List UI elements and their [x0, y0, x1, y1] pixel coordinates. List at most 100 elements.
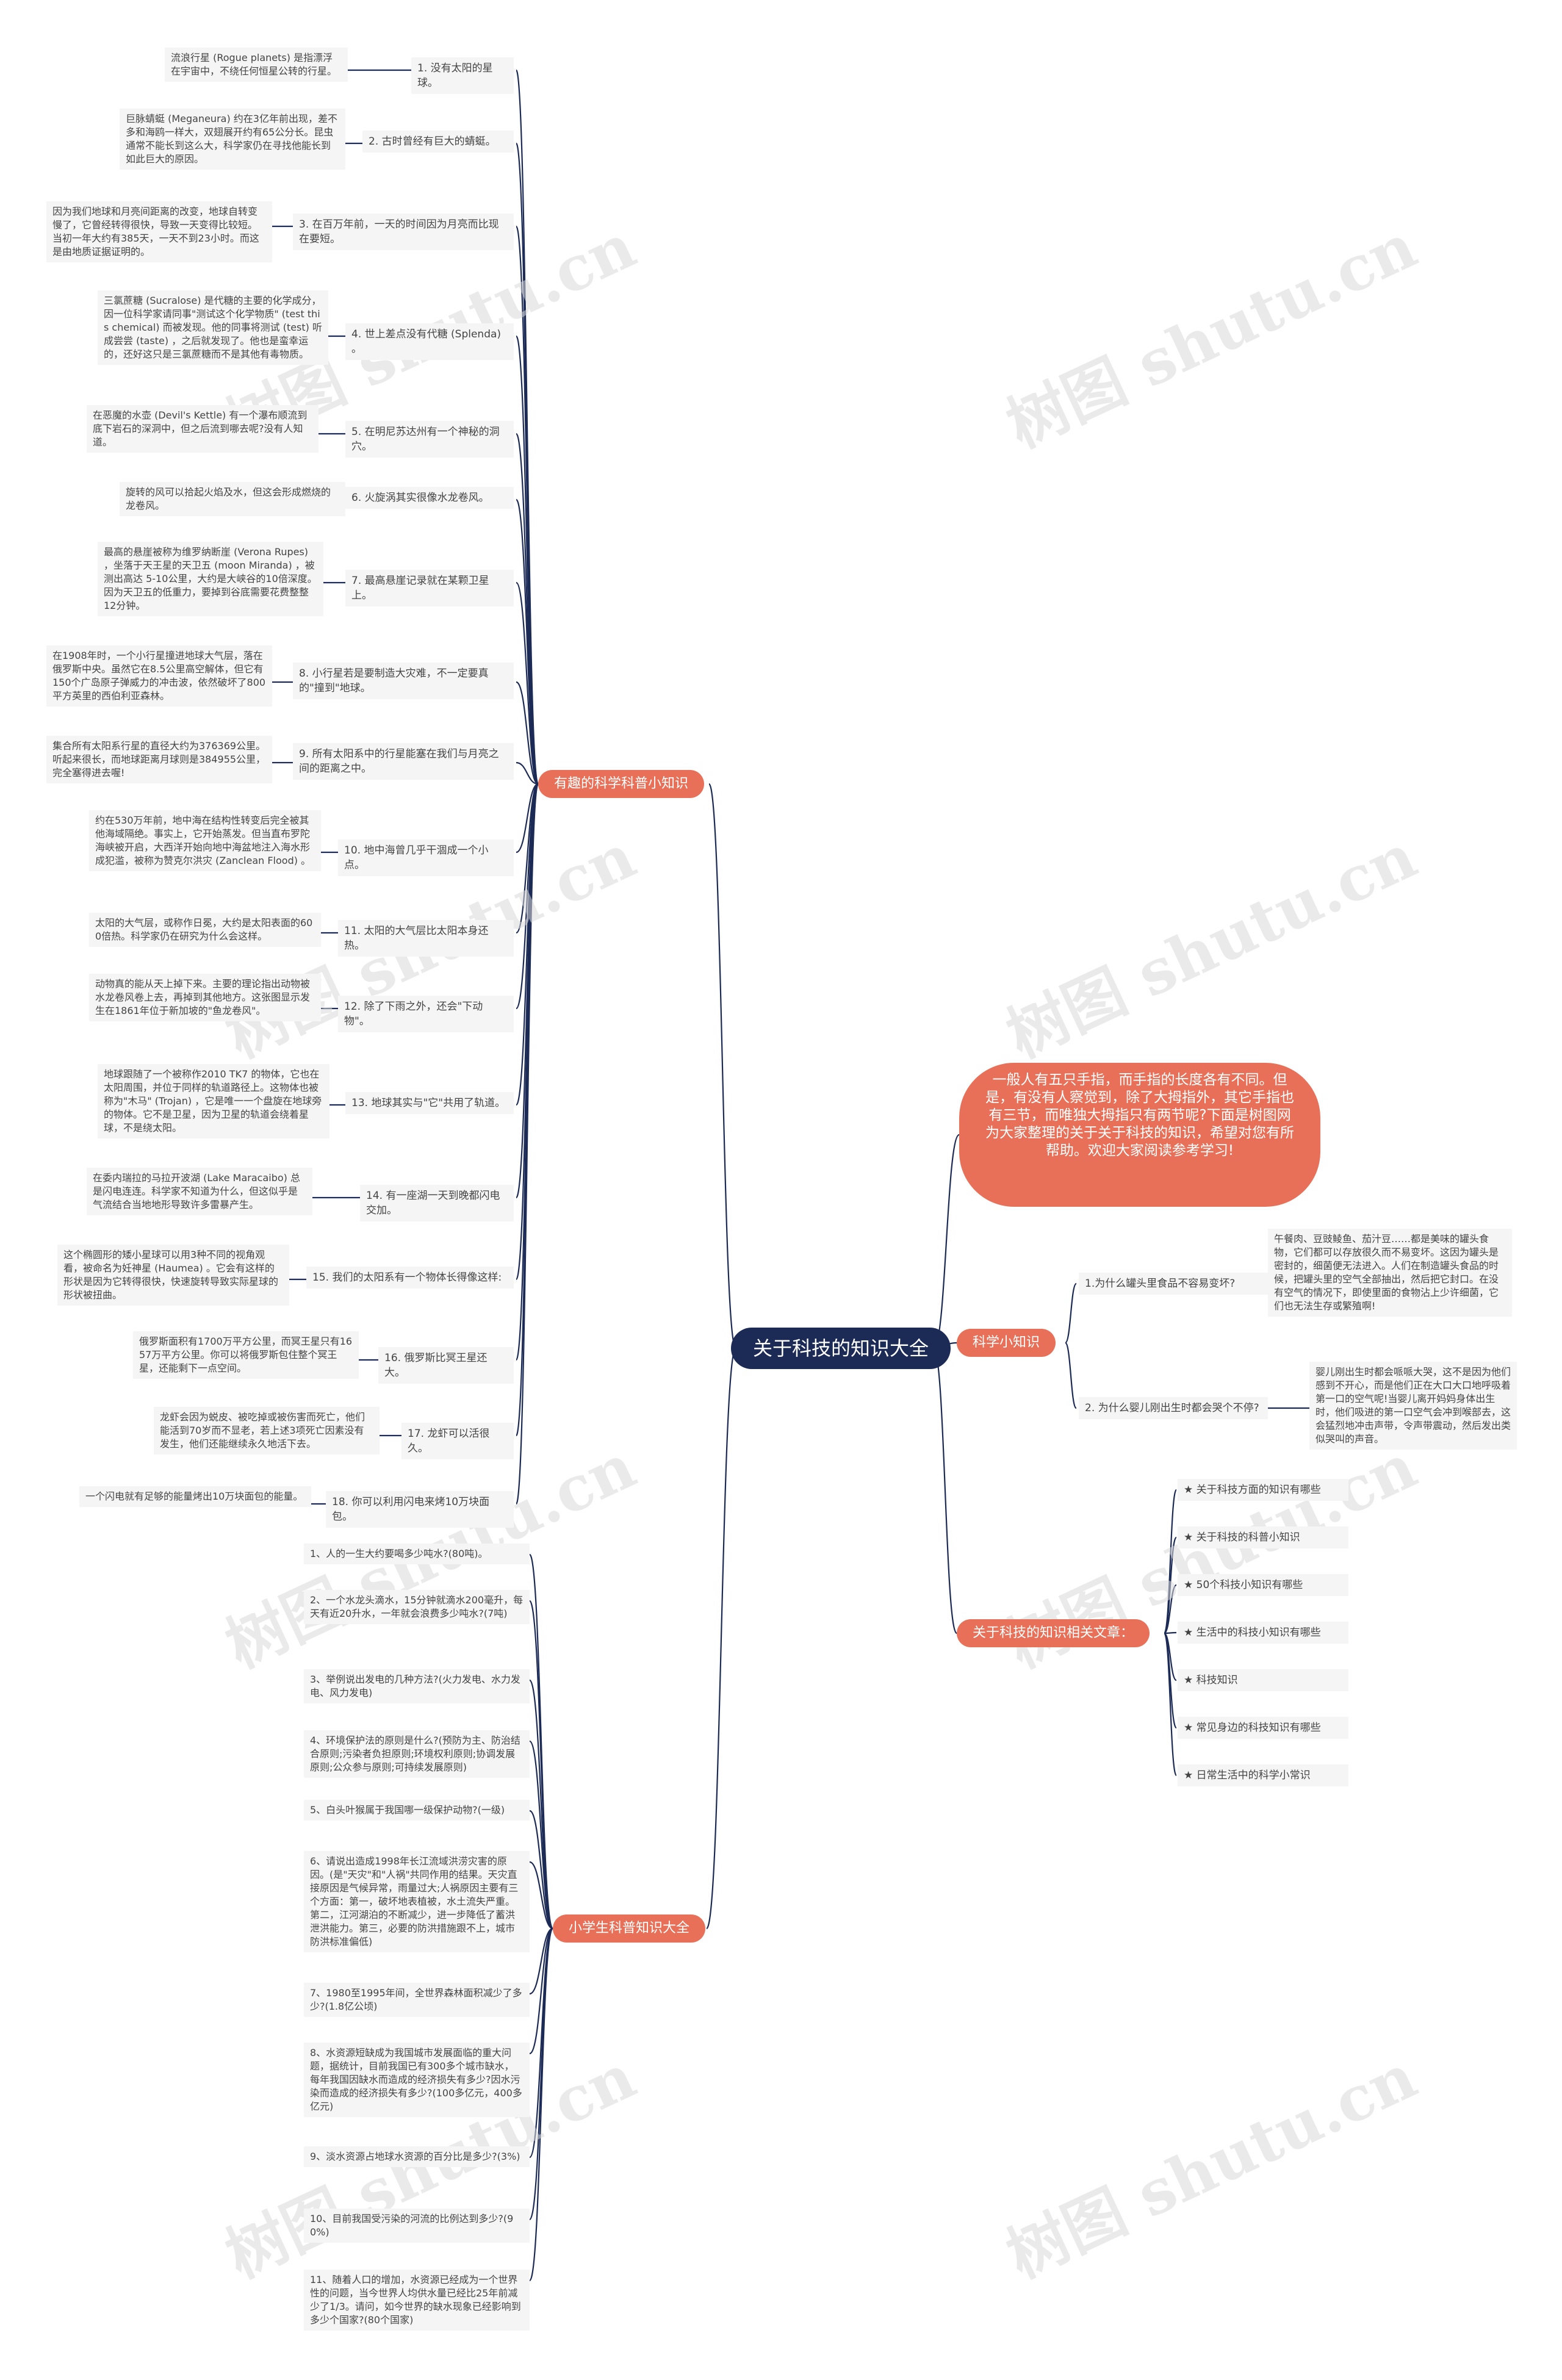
link-b4-quiz [528, 1740, 554, 1930]
quiz-item[interactable]: 5、白头叶猴属于我国哪一级保护动物?(一级) [304, 1800, 530, 1821]
link-b4-quiz [529, 1927, 553, 2055]
fact-detail: 地球跟随了一个被称作2010 TK7 的物体，它也在太阳周围，并位于同样的轨道路… [98, 1064, 329, 1138]
fact-label[interactable]: 14. 有一座湖一天到晚都闪电交加。 [360, 1185, 514, 1221]
link-b4-quiz [529, 1927, 553, 1995]
branch-student-quiz[interactable]: 小学生科普知识大全 [553, 1914, 706, 1943]
branch-science-knowledge[interactable]: 科学小知识 [957, 1329, 1056, 1357]
link-b1-fact [515, 783, 539, 1010]
link-b3-article [1163, 1632, 1178, 1777]
fact-detail: 这个椭圆形的矮小星球可以用3种不同的视角观看，被命名为妊神星 (Haumea) … [57, 1245, 289, 1306]
fact-detail: 在恶魔的水壶 (Devil's Kettle) 有一个瀑布顺流到底下岩石的深洞中… [87, 405, 319, 453]
link-b1-fact [516, 681, 539, 785]
quiz-item[interactable]: 8、水资源短缺成为我国城市发展面临的重大问题，据统计，目前我国已有300多个城市… [304, 2043, 530, 2117]
intro-bubble: 一般人有五只手指，而手指的长度各有不同。但是，有没有人察觉到，除了大拇指外，其它… [959, 1063, 1320, 1207]
fact-label[interactable]: 12. 除了下雨之外，还会"下动物"。 [338, 996, 514, 1032]
quiz-item[interactable]: 10、目前我国受污染的河流的比例达到多少?(90%) [304, 2209, 530, 2243]
quiz-item[interactable]: 4、环境保护法的原则是什么?(预防为主、防治结合原则;污染者负担原则;环境权利原… [304, 1730, 530, 1778]
fact-label[interactable]: 16. 俄罗斯比冥王星还大。 [378, 1347, 514, 1384]
fact-label[interactable]: 11. 太阳的大气层比太阳本身还热。 [338, 920, 514, 957]
star-icon: ★ [1184, 1627, 1197, 1639]
link-b4-quiz [528, 1927, 554, 2221]
link-b4-quiz [528, 1927, 554, 2282]
link-b4-quiz [529, 1810, 553, 1930]
fact-detail: 约在530万年前，地中海在结构性转变后完全被其他海域隔绝。事实上，它开始蒸发。但… [89, 810, 321, 871]
fact-detail: 龙虾会因为蜕皮、被吃掉或被伤害而死亡，他们能活到70岁而不显老，若上述3项死亡因… [154, 1407, 380, 1454]
link-b2-question [1064, 1342, 1078, 1409]
link-b1-fact [515, 783, 539, 1505]
fact-detail: 在委内瑞拉的马拉开波湖 (Lake Maracaibo) 总是闪电连连。科学家不… [87, 1168, 312, 1215]
article-link[interactable]: ★ 生活中的科技小知识有哪些 [1178, 1622, 1348, 1644]
fact-detail: 太阳的大气层，或称作日冕，大约是太阳表面的600倍热。科学家仍在研究为什么会这样… [89, 913, 321, 947]
fact-label[interactable]: 18. 你可以利用闪电来烤10万块面包。 [326, 1491, 514, 1528]
link-b1-fact [516, 761, 539, 785]
link-b4-quiz [529, 1861, 553, 1930]
article-link[interactable]: ★ 日常生活中的科学小常识 [1178, 1764, 1348, 1786]
fact-label[interactable]: 1. 没有太阳的星球。 [411, 57, 514, 94]
quiz-item[interactable]: 7、1980至1995年间，全世界森林面积减少了多少?(1.8亿公顷) [304, 1983, 530, 2017]
link-root-b4 [705, 1347, 737, 1930]
quiz-item[interactable]: 2、一个水龙头滴水，15分钟就滴水200毫升，每天有近20升水，一年就会浪费多少… [304, 1590, 530, 1624]
fact-label[interactable]: 8. 小行星若是要制造大灾难，不一定要真的"撞到"地球。 [293, 663, 514, 699]
fact-detail: 三氯蔗糖 (Sucralose) 是代糖的主要的化学成分，因一位科学家请同事"测… [98, 290, 328, 365]
link-b1-fact [515, 783, 539, 934]
article-title: 生活中的科技小知识有哪些 [1196, 1627, 1321, 1639]
article-title: 常见身边的科技知识有哪些 [1196, 1722, 1321, 1734]
star-icon: ★ [1184, 1769, 1197, 1781]
fact-detail: 最高的悬崖被称为维罗纳断崖 (Verona Rupes) ，坐落于天王星的天卫五… [98, 542, 323, 616]
branch-related-articles[interactable]: 关于科技的知识相关文章： [957, 1619, 1150, 1647]
fact-label[interactable]: 17. 龙虾可以活很久。 [401, 1423, 514, 1459]
fact-detail: 集合所有太阳系行星的直径大约为376369公里。听起来很长，而地球距离月球则是3… [46, 736, 272, 783]
fact-label[interactable]: 4. 世上差点没有代糖 (Splenda) 。 [345, 323, 514, 360]
article-title: 50个科技小知识有哪些 [1196, 1579, 1303, 1591]
article-title: 关于科技的科普小知识 [1196, 1531, 1300, 1544]
fact-label[interactable]: 15. 我们的太阳系有一个物体长得像这样: [306, 1267, 514, 1289]
branch-fun-science[interactable]: 有趣的科学科普小知识 [538, 770, 705, 798]
quiz-item[interactable]: 3、举例说出发电的几种方法?(火力发电、水力发电、风力发电) [304, 1669, 530, 1703]
article-link[interactable]: ★ 科技知识 [1178, 1669, 1348, 1691]
link-root-intro [932, 1134, 960, 1350]
article-link[interactable]: ★ 50个科技小知识有哪些 [1178, 1574, 1348, 1596]
quiz-item[interactable]: 9、淡水资源占地球水资源的百分比是多少?(3%) [304, 2146, 530, 2167]
fact-label[interactable]: 3. 在百万年前，一天的时间因为月亮而比现在要短。 [293, 214, 514, 250]
qa-answer: 婴儿刚出生时都会哌哌大哭，这不是因为他们感到不开心，而是他们正在大口大口地呼吸着… [1309, 1362, 1517, 1450]
link-b3-article [1163, 1584, 1178, 1634]
fact-label[interactable]: 5. 在明尼苏达州有一个神秘的洞穴。 [345, 421, 514, 458]
link-b3-article [1163, 1536, 1178, 1634]
quiz-item[interactable]: 6、请说出造成1998年长江流域洪涝灾害的原因。(是"天灾"和"人祸"共同作用的… [304, 1851, 530, 1952]
star-icon: ★ [1184, 1579, 1197, 1591]
article-title: 科技知识 [1196, 1674, 1238, 1686]
root-topic[interactable]: 关于科技的知识大全 [731, 1328, 951, 1369]
article-link[interactable]: ★ 常见身边的科技知识有哪些 [1178, 1717, 1348, 1739]
qa-question[interactable]: 1.为什么罐头里食品不容易变坏? [1079, 1273, 1268, 1295]
fact-detail: 巨脉蜻蜓 (Meganeura) 约在3亿年前出现，差不多和海鸥一样大，双翅展开… [120, 109, 345, 170]
link-b1-fact [515, 498, 539, 785]
article-link[interactable]: ★ 关于科技方面的知识有哪些 [1178, 1479, 1348, 1501]
link-root-b3 [932, 1347, 958, 1634]
link-b2-question [1064, 1282, 1078, 1344]
fact-label[interactable]: 9. 所有太阳系中的行星能塞在我们与月亮之间的距离之中。 [293, 743, 514, 780]
fact-detail: 俄罗斯面积有1700万平方公里，而冥王星只有1657万平方公里。你可以将俄罗斯包… [133, 1331, 359, 1379]
fact-label[interactable]: 6. 火旋涡其实很像水龙卷风。 [345, 487, 514, 509]
link-b4-quiz [528, 1600, 554, 1930]
link-b1-fact [515, 581, 539, 785]
fact-label[interactable]: 2. 古时曾经有巨大的蜻蜓。 [362, 131, 514, 153]
star-icon: ★ [1184, 1484, 1197, 1496]
fact-detail: 一个闪电就有足够的能量烤出10万块面包的能量。 [79, 1486, 311, 1507]
star-icon: ★ [1184, 1722, 1197, 1734]
article-title: 日常生活中的科学小常识 [1196, 1769, 1311, 1781]
article-link[interactable]: ★ 关于科技的科普小知识 [1178, 1526, 1348, 1548]
quiz-item[interactable]: 1、人的一生大约要喝多少吨水?(80吨)。 [304, 1544, 530, 1564]
fact-label[interactable]: 13. 地球其实与"它"共用了轨道。 [345, 1092, 514, 1114]
fact-detail: 流浪行星 (Rogue planets) 是指漂浮在宇宙中，不绕任何恒星公转的行… [165, 48, 348, 82]
link-b1-fact [516, 783, 539, 854]
article-title: 关于科技方面的知识有哪些 [1196, 1484, 1321, 1496]
qa-question[interactable]: 2. 为什么婴儿刚出生时都会哭个不停? [1079, 1397, 1268, 1419]
fact-label[interactable]: 10. 地中海曾几乎干涸成一个小点。 [338, 839, 514, 876]
link-root-b1 [708, 783, 737, 1350]
fact-label[interactable]: 7. 最高悬崖记录就在某颗卫星上。 [345, 570, 514, 606]
quiz-item[interactable]: 11、随着人口的增加，水资源已经成为一个世界性的问题，当今世界人均供水量已经比2… [304, 2270, 530, 2331]
star-icon: ★ [1184, 1531, 1197, 1544]
star-icon: ★ [1184, 1674, 1197, 1686]
fact-detail: 在1908年时，一个小行星撞进地球大气层，落在俄罗斯中央。虽然它在8.5公里高空… [46, 645, 272, 706]
